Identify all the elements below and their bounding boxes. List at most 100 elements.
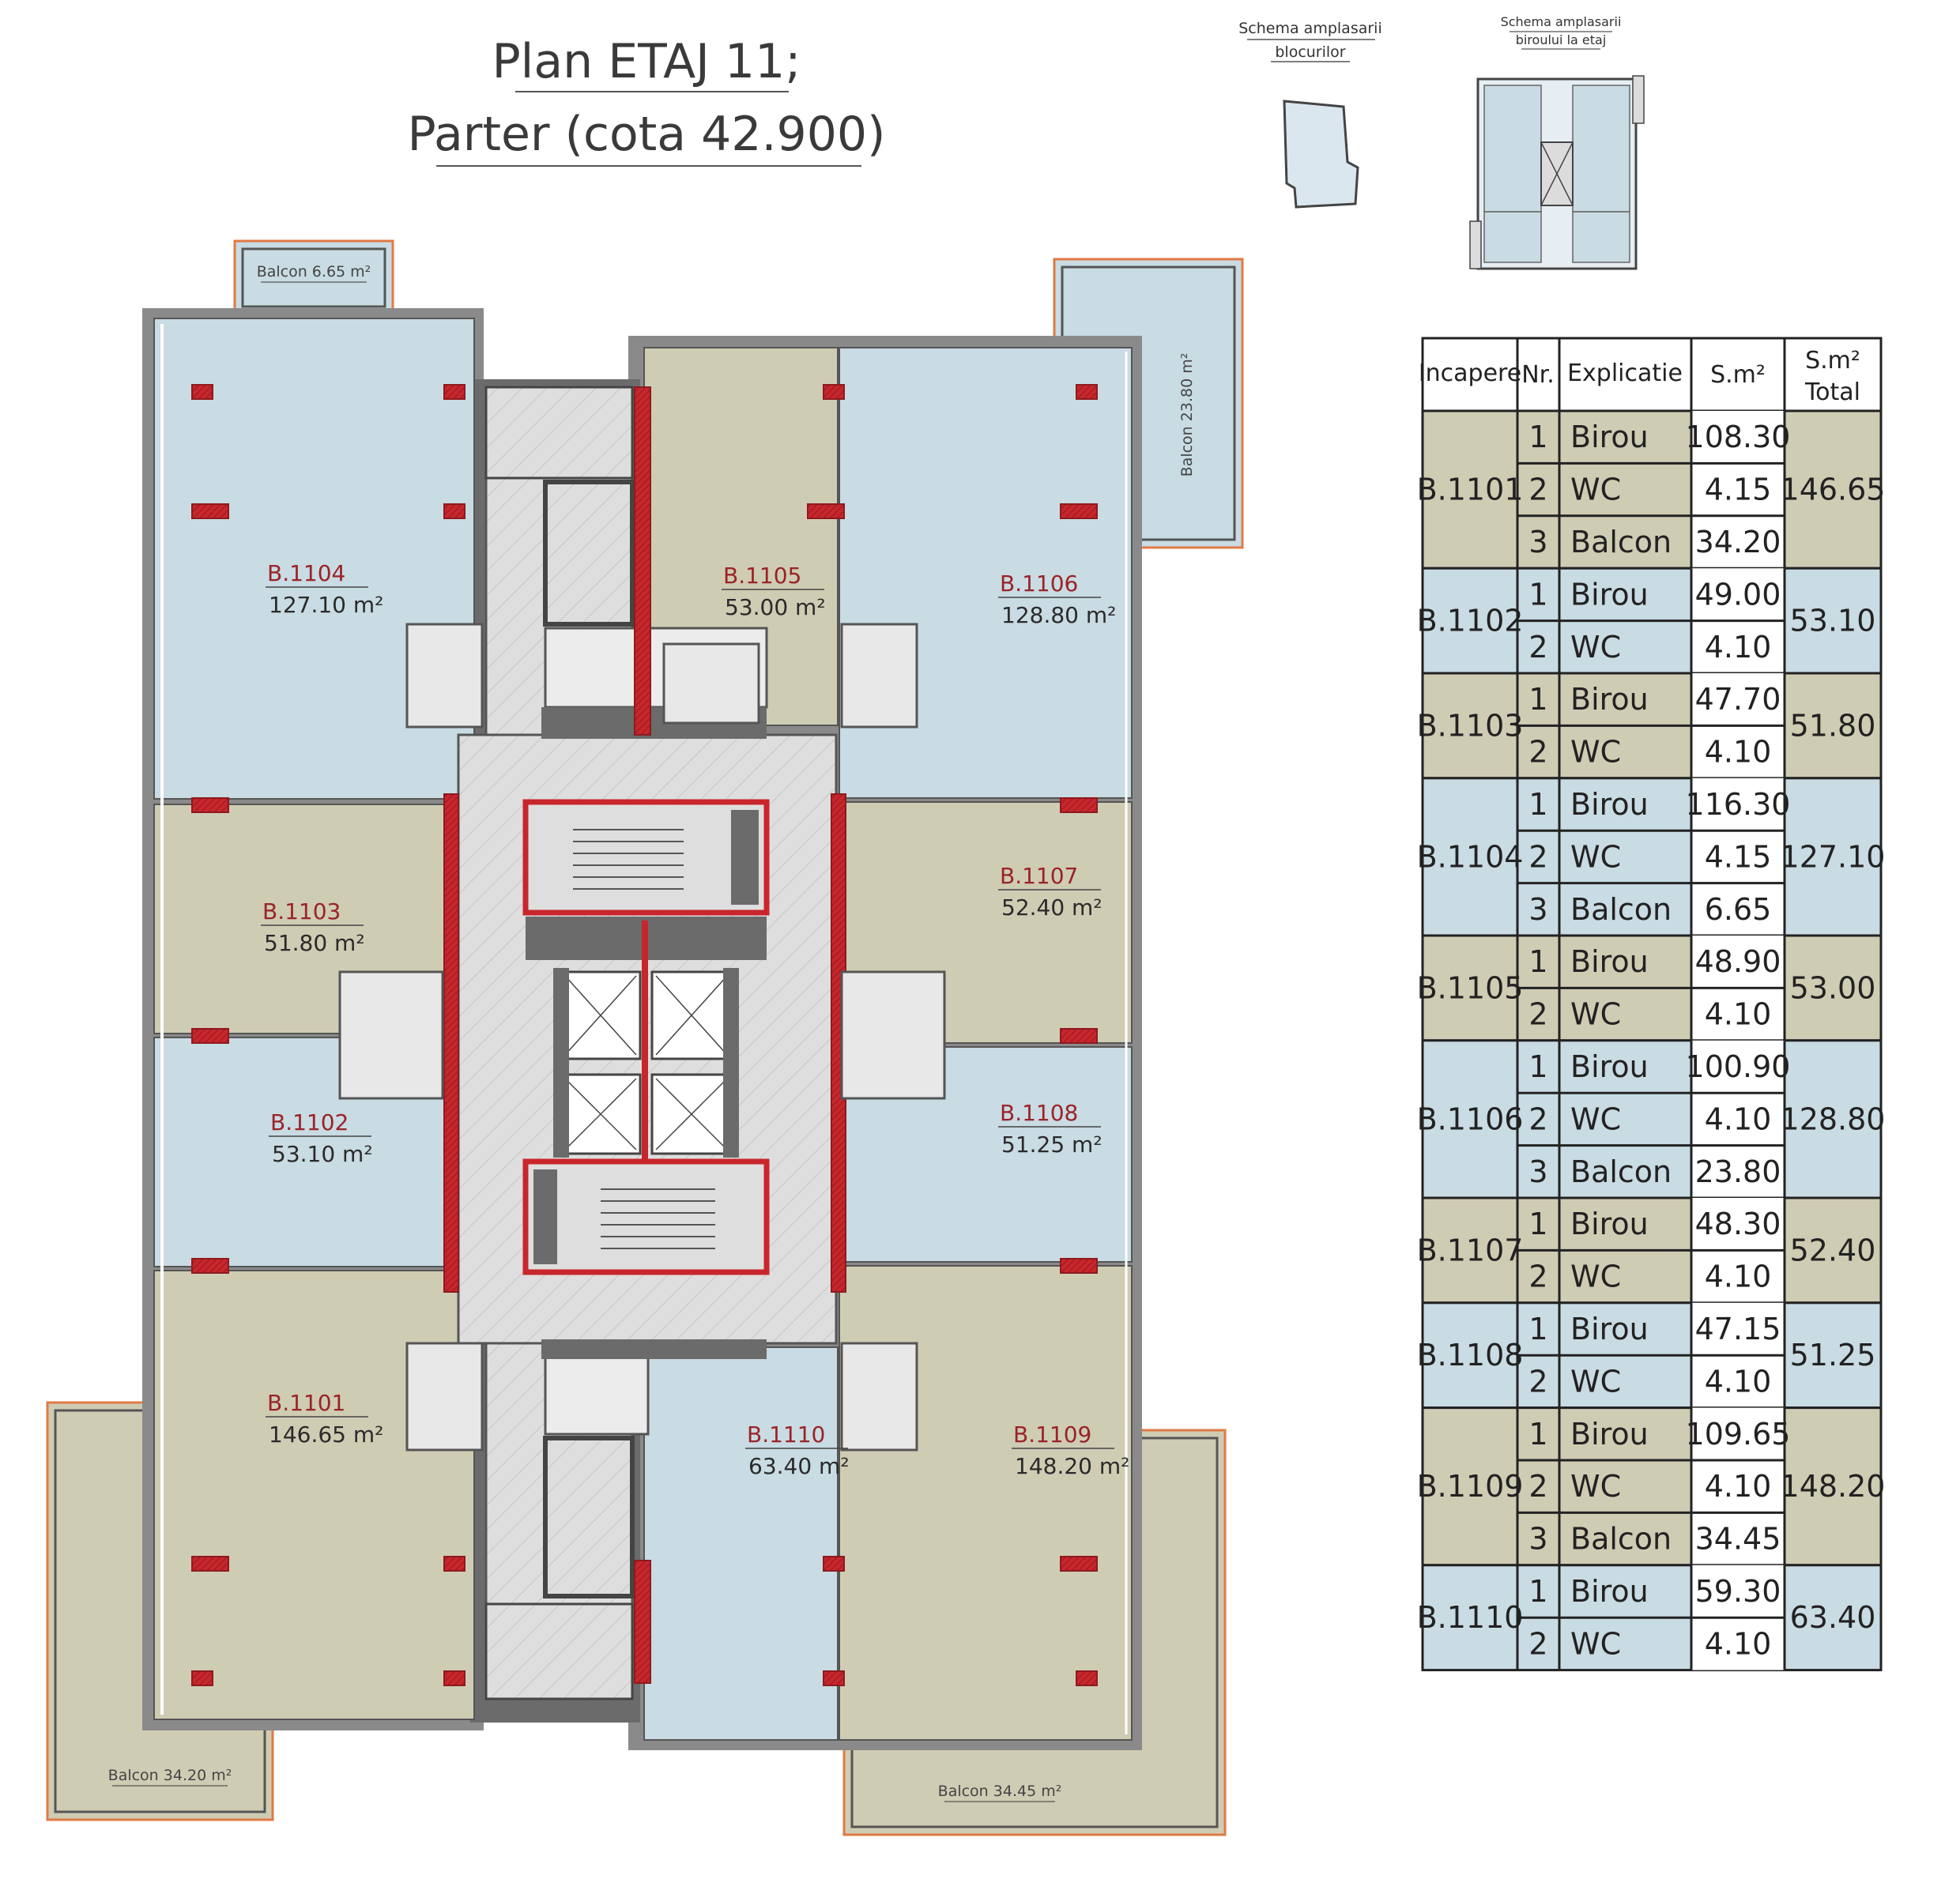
table-room-id: B.1108: [1417, 1338, 1524, 1373]
table-room-id: B.1105: [1417, 970, 1524, 1005]
table-cell-area: 6.65: [1705, 892, 1772, 927]
mini-map-blocks-label-2: blocurilor: [1275, 43, 1345, 61]
room-area: 146.65 m²: [269, 1421, 383, 1448]
stairwell-north[interactable]: [522, 799, 770, 916]
room-b1106-area[interactable]: [839, 347, 1133, 799]
mini-map-blocks-label-1: Schema amplasarii: [1238, 20, 1381, 37]
room-id: B.1105: [723, 563, 801, 589]
block-footprint-icon: [1283, 100, 1359, 209]
room-id: B.1109: [1013, 1421, 1091, 1448]
table-cell-area: 4.10: [1705, 735, 1772, 770]
table-cell-desc: WC: [1570, 630, 1621, 665]
mini-map-blocks: Schema amplasarii blocurilor: [1238, 20, 1382, 209]
table-cell-area: 48.90: [1695, 944, 1781, 979]
table-cell-nr: 2: [1528, 1260, 1547, 1294]
room-area: 127.10 m²: [269, 592, 383, 618]
table-cell-nr: 1: [1528, 944, 1547, 979]
table-cell-area: 59.30: [1695, 1574, 1781, 1609]
table-cell-desc: WC: [1570, 1101, 1621, 1136]
table-room-total: 146.65: [1781, 473, 1886, 507]
table-header-total-2: Total: [1804, 378, 1860, 406]
table-cell-nr: 3: [1528, 892, 1547, 927]
table-room-id: B.1109: [1417, 1469, 1524, 1504]
table-room-id: B.1102: [1417, 604, 1524, 638]
table-cell-desc: WC: [1570, 839, 1621, 874]
table-header-desc: Explicatie: [1567, 360, 1683, 387]
table-cell-desc: WC: [1570, 1364, 1621, 1399]
table-cell-nr: 1: [1528, 1417, 1547, 1452]
table-cell-nr: 1: [1528, 1207, 1547, 1241]
table-cell-nr: 2: [1528, 630, 1547, 665]
plan-title: Plan ETAJ 11; Parter (cota 42.900): [408, 34, 885, 167]
room-id: B.1106: [1000, 570, 1078, 597]
table-cell-desc: WC: [1570, 1260, 1621, 1294]
room-b1101-area[interactable]: [153, 1270, 475, 1720]
room-b1109-area[interactable]: [839, 1265, 1133, 1741]
table-room-total: 53.10: [1790, 604, 1876, 638]
table-room-total: 51.80: [1790, 708, 1876, 743]
stairwell-south[interactable]: [522, 1158, 770, 1275]
table-cell-area: 100.90: [1686, 1049, 1791, 1084]
central-core: [443, 386, 846, 1700]
table-cell-nr: 2: [1528, 1469, 1547, 1504]
table-cell-desc: Balcon: [1570, 892, 1672, 927]
table-cell-nr: 3: [1528, 525, 1547, 559]
table-room-total: 127.10: [1781, 839, 1886, 874]
room-area: 53.10 m²: [272, 1141, 373, 1167]
table-room-id: B.1106: [1417, 1101, 1524, 1136]
balcony-b1106-label: Balcon 23.80 m²: [1178, 353, 1196, 477]
balcony-b1109-label: Balcon 34.45 m²: [938, 1783, 1062, 1800]
table-cell-nr: 1: [1528, 682, 1547, 717]
table-cell-desc: WC: [1570, 735, 1621, 770]
table-cell-desc: Birou: [1570, 944, 1649, 979]
table-cell-area: 4.10: [1705, 997, 1772, 1032]
table-cell-nr: 2: [1528, 1364, 1547, 1399]
table-cell-nr: 1: [1528, 1312, 1547, 1346]
table-group-b1101: [1421, 409, 1883, 570]
table-cell-desc: WC: [1570, 473, 1621, 507]
office-rooms: [153, 318, 1133, 1741]
balcony-b1104-label: Balcon 6.65 m²: [257, 263, 371, 281]
table-cell-area: 4.10: [1705, 630, 1772, 665]
table-cell-desc: Birou: [1570, 787, 1649, 822]
table-cell-desc: Birou: [1570, 1417, 1649, 1452]
table-room-total: 148.20: [1781, 1469, 1886, 1504]
table-header-room: Incapere: [1419, 360, 1521, 387]
room-b1110-area[interactable]: [643, 1346, 839, 1741]
table-group-b1106: [1421, 1039, 1883, 1199]
elevator-shafts: [553, 921, 739, 1162]
room-label-b1107: B.1107 52.40 m²: [998, 863, 1102, 921]
table-cell-area: 49.00: [1695, 577, 1781, 612]
table-cell-area: 4.10: [1705, 1260, 1772, 1294]
table-header-area: S.m²: [1710, 361, 1766, 389]
table-cell-nr: 2: [1528, 735, 1547, 770]
table-cell-desc: Balcon: [1570, 1522, 1672, 1557]
table-cell-desc: Balcon: [1570, 525, 1672, 559]
room-id: B.1107: [1000, 863, 1078, 889]
mini-map-office: Schema amplasarii biroului la etaj: [1469, 14, 1645, 270]
floor-thumbnail-icon: [1469, 75, 1645, 270]
table-cell-nr: 2: [1528, 1626, 1547, 1661]
table-cell-desc: Birou: [1570, 420, 1649, 454]
table-group-b1102: [1421, 567, 1883, 675]
table-cell-nr: 2: [1528, 1101, 1547, 1136]
table-cell-desc: Birou: [1570, 1049, 1649, 1084]
table-cell-area: 34.20: [1695, 525, 1781, 559]
table-cell-area: 108.30: [1686, 420, 1791, 454]
room-area: 52.40 m²: [1001, 894, 1102, 921]
mini-map-office-label-2: biroului la etaj: [1516, 32, 1607, 47]
room-area: 63.40 m²: [748, 1453, 850, 1479]
table-room-total: 63.40: [1790, 1600, 1876, 1635]
table-cell-area: 34.45: [1695, 1522, 1781, 1557]
table-cell-area: 4.10: [1705, 1364, 1772, 1399]
plan-title-line1: Plan ETAJ 11;: [492, 34, 801, 89]
table-cell-desc: Birou: [1570, 577, 1649, 612]
balcony-b1104[interactable]: [233, 239, 394, 312]
room-area: 148.20 m²: [1015, 1453, 1129, 1479]
room-area: 53.00 m²: [725, 594, 826, 620]
table-cell-desc: Balcon: [1570, 1154, 1672, 1189]
